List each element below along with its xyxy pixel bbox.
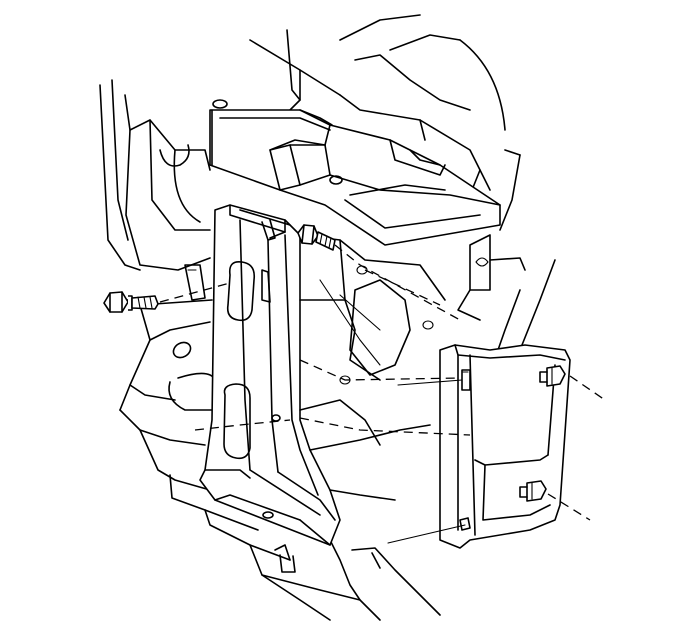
upper-tie-bar (209, 99, 501, 246)
bolt-left (103, 291, 159, 313)
clip-fastener-upper (539, 365, 566, 387)
bolt-upper (297, 224, 336, 251)
center-plate (299, 234, 446, 501)
fender-structure (99, 79, 441, 621)
clip-fastener-lower (519, 480, 547, 502)
alignment-lines (159, 244, 606, 544)
stud-lower (459, 517, 471, 531)
radiator-support-panel (199, 204, 341, 546)
